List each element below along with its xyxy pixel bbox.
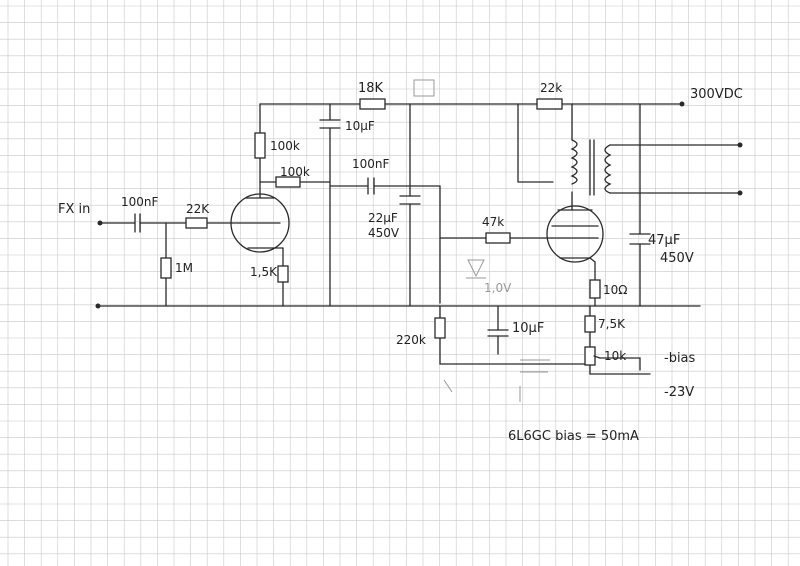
dropper-resistor [359, 98, 386, 110]
reservoir-cap-voltage: 450V [660, 251, 694, 266]
output-transformer [570, 139, 612, 196]
erased-sketch: 1,0V [413, 79, 550, 402]
bias-note: 6L6GC bias = 50mA [508, 429, 639, 444]
bias-series-resistor [584, 315, 596, 333]
cathode-resistor-1 [277, 265, 289, 283]
dropper-resistor-label: 18K [358, 81, 384, 96]
bias-pot-label: 10k [604, 349, 626, 363]
bias-cap-label: 10µF [512, 321, 544, 336]
pot-wiper [593, 355, 601, 359]
screen-resistor-label: 22k [540, 81, 562, 95]
cathode-resistor-1-label: 1,5K [250, 265, 278, 279]
reservoir-capacitor [629, 233, 651, 245]
coupling-capacitor [367, 177, 375, 195]
feedback-resistor [275, 176, 301, 188]
grid-resistor-2-label: 47k [482, 215, 504, 229]
faint-value-label: 1,0V [484, 281, 512, 295]
bias-terminal-label: -bias [664, 351, 696, 366]
coupling-cap-label: 100nF [352, 157, 390, 171]
input-cap-label: 100nF [121, 195, 159, 209]
cathode-resistor-2-label: 10Ω [603, 283, 627, 297]
grid-stopper-resistor [185, 217, 208, 229]
decoupling-cap-2-value: 22µF [368, 211, 398, 225]
input-capacitor [134, 213, 141, 233]
grid-leak-resistor [160, 257, 172, 279]
screen-resistor [536, 98, 563, 110]
grid-stopper-label: 22K [186, 202, 210, 216]
preamp-tube [230, 193, 290, 253]
plate-resistor [254, 132, 266, 159]
wiring [95, 101, 743, 375]
bias-leak-resistor [434, 317, 446, 339]
decoupling-cap-2-voltage: 450V [368, 226, 400, 240]
cathode-resistor-2 [589, 279, 601, 299]
supply-voltage-label: 300VDC [690, 87, 743, 102]
feedback-resistor-label: 100k [280, 165, 310, 179]
decoupling-cap-1-label: 10µF [345, 119, 375, 133]
bias-series-label: 7,5K [598, 317, 626, 331]
bias-capacitor [487, 329, 509, 337]
bias-leak-label: 220k [396, 333, 426, 347]
plate-resistor-label: 100k [270, 139, 300, 153]
bias-voltage-label: -23V [664, 385, 694, 400]
grid-leak-label: 1M [175, 261, 193, 275]
power-tube [546, 205, 604, 263]
input-label: FX in [58, 202, 90, 217]
decoupling-capacitor-2 [399, 195, 421, 205]
decoupling-capacitor-1 [319, 119, 341, 129]
reservoir-cap-value: 47µF [648, 233, 680, 248]
grid-resistor-2 [485, 232, 511, 244]
